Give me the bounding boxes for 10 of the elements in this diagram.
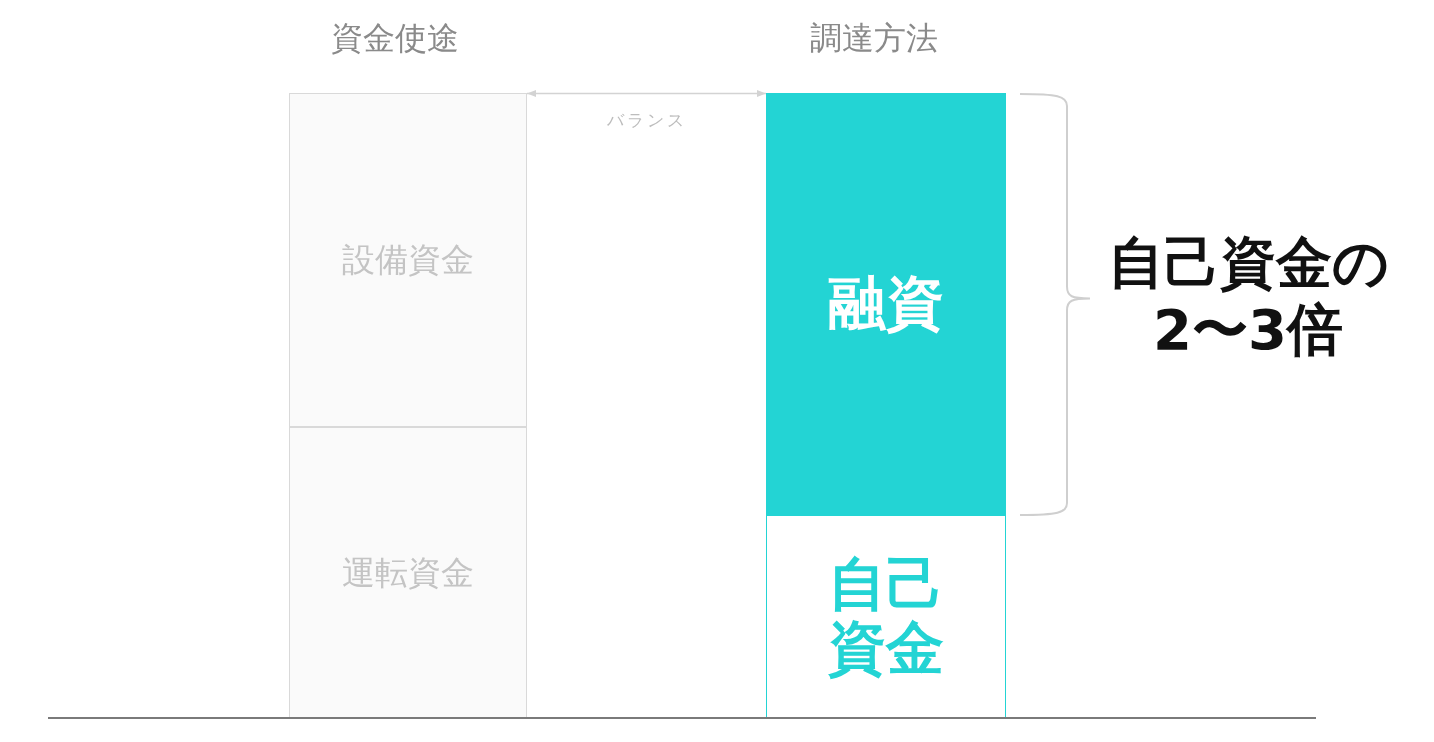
column-heading: 調達方法	[810, 19, 938, 58]
bar-segment	[289, 93, 527, 427]
segment-label: 融資	[828, 272, 944, 336]
bar-segment	[766, 515, 1006, 718]
column-heading: 資金使途	[331, 19, 459, 58]
annotation-text: 自己資金の2〜3倍	[1106, 229, 1390, 364]
bar-segment	[289, 427, 527, 718]
segment-label: 自己資金	[827, 553, 945, 681]
bar-segment	[766, 93, 1006, 515]
double-arrow	[526, 89, 767, 98]
